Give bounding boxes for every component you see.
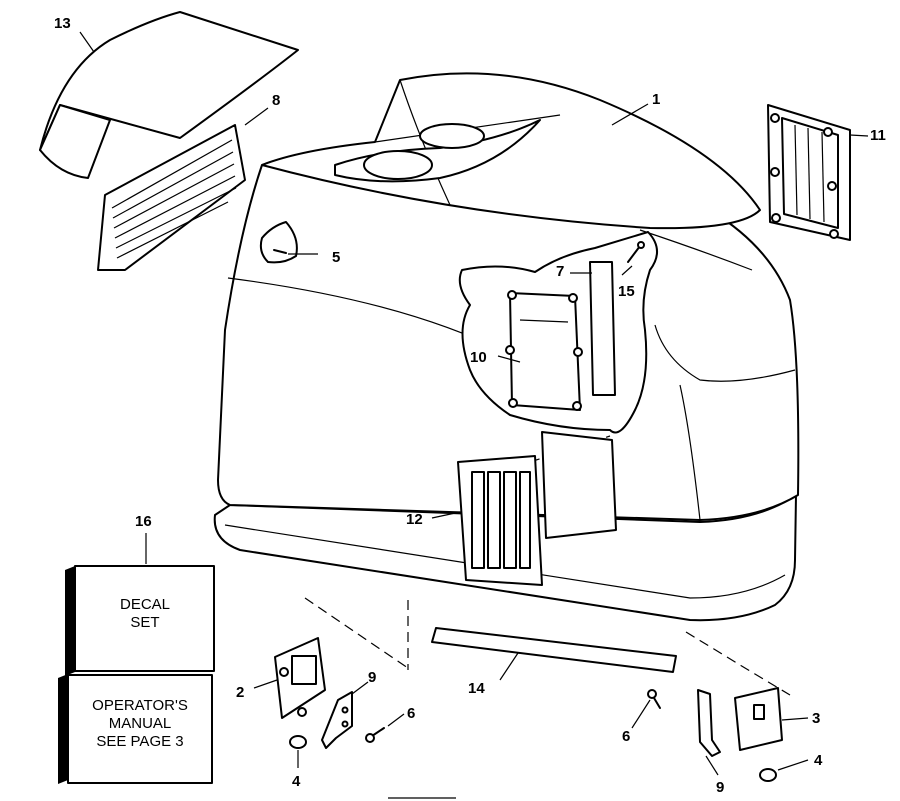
callout-1: 1 [652, 91, 660, 108]
callout-8: 8 [272, 92, 280, 109]
manual-box-line3: SEE PAGE 3 [96, 733, 183, 750]
part-4-grommet-left [289, 735, 307, 768]
part-4-grommet-right [759, 759, 809, 782]
operators-manual [58, 674, 213, 784]
callout-16: 16 [135, 513, 152, 530]
callout-11: 11 [870, 127, 886, 144]
callout-4-left: 4 [292, 773, 301, 790]
part-6-screw-left [365, 713, 405, 743]
callout-6-right: 6 [622, 728, 630, 745]
callout-14: 14 [468, 680, 485, 697]
decal-box-line2: SET [130, 614, 159, 631]
callout-3: 3 [812, 710, 820, 727]
part-12-vent-grille [431, 431, 617, 586]
callout-6-left: 6 [407, 705, 415, 722]
callout-10: 10 [470, 349, 487, 366]
callout-7: 7 [556, 263, 564, 280]
callout-15: 15 [618, 283, 635, 300]
callout-5: 5 [332, 249, 340, 266]
callout-9-left: 9 [368, 669, 376, 686]
part-14-strip [431, 627, 677, 681]
cutaway-panel [458, 231, 658, 434]
part-6-screw-right [631, 689, 661, 729]
part-2-latch [253, 637, 326, 719]
part-3-latch [734, 687, 809, 751]
callout-9-right: 9 [716, 779, 724, 796]
decal-box-line1: DECAL [120, 596, 170, 613]
callout-2: 2 [236, 684, 244, 701]
callout-13: 13 [54, 15, 71, 32]
part-7-strip [589, 261, 616, 396]
part-11-rear-vent [767, 104, 869, 241]
part-8-rear-grille [97, 107, 269, 271]
part-9-bracket-right [697, 689, 721, 776]
callout-4-right: 4 [814, 752, 823, 769]
part-13-top-cover [39, 11, 299, 179]
part-5-badge [259, 221, 318, 264]
part-10-plate [509, 292, 581, 411]
manual-box-line1: OPERATOR'S [92, 697, 188, 714]
part-15-screw [627, 245, 641, 263]
callout-12: 12 [406, 511, 423, 528]
part-16-decal-set [65, 533, 215, 676]
manual-box-line2: MANUAL [109, 715, 172, 732]
part-9-bracket-left [321, 681, 369, 749]
